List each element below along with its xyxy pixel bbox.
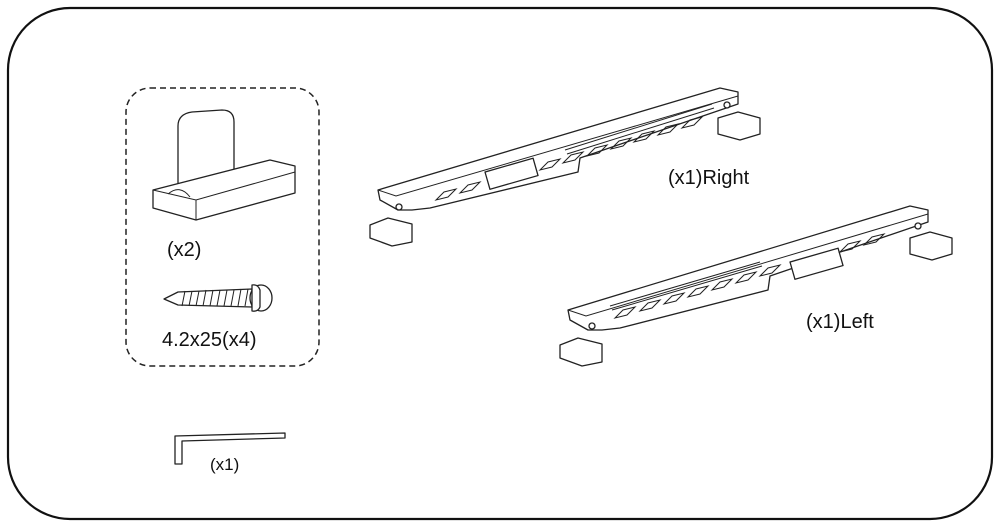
stopper-block-drawing <box>152 109 296 221</box>
screw-drawing <box>163 284 273 312</box>
screw-spec: 4.2x25(x4) <box>162 329 257 351</box>
left-rail-drawing <box>559 205 953 367</box>
hardware-group-box <box>125 87 320 367</box>
hex-key-quantity: (x1) <box>210 455 239 474</box>
left-rail-label: (x1)Left <box>806 311 874 333</box>
outer-frame <box>6 6 994 521</box>
right-rail-drawing <box>369 87 761 247</box>
stopper-quantity: (x2) <box>167 239 201 261</box>
hex-key-drawing <box>174 432 286 465</box>
right-rail-label: (x1)Right <box>668 167 750 189</box>
